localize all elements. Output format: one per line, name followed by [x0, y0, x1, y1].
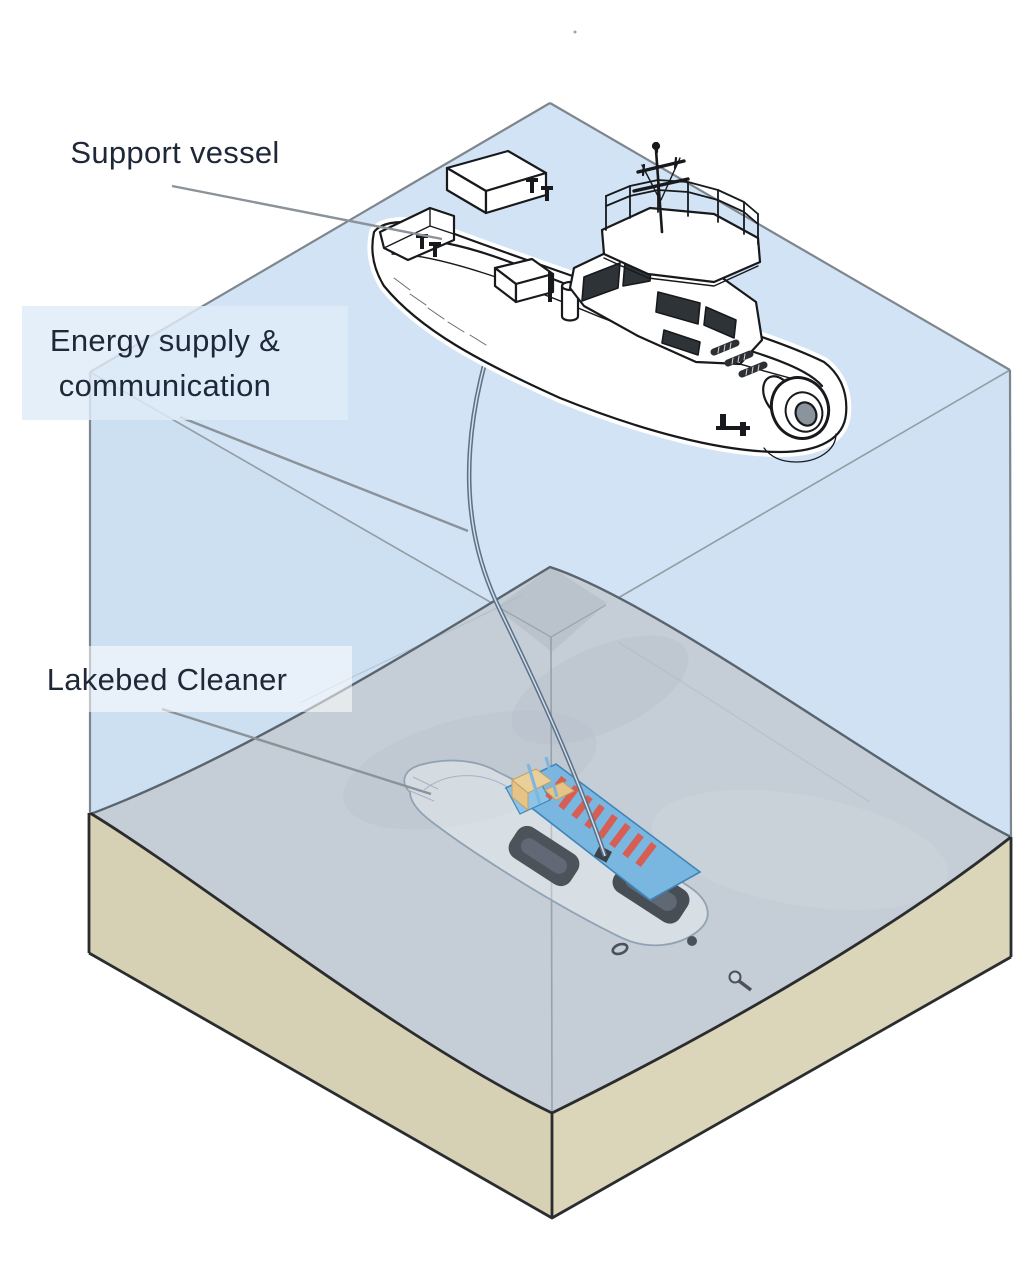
lakebed-shade-patch	[511, 635, 689, 745]
winch-ridges	[717, 342, 760, 376]
label-lakebed-cleaner: Lakebed Cleaner	[46, 662, 288, 697]
deck-box-front	[514, 272, 555, 304]
bridge-deck	[600, 206, 762, 284]
dune-shade	[496, 567, 607, 652]
stern-mooring-line	[763, 433, 837, 463]
cleaner-tan-box-front	[511, 778, 529, 812]
mast-top-light	[651, 141, 661, 151]
cleaner-nose-lines	[407, 776, 439, 802]
lakebed-cleaner-illustration	[403, 756, 709, 947]
cleaner-struts	[526, 756, 559, 805]
debris-pin	[728, 970, 753, 992]
hull-shade-ticks	[393, 277, 487, 346]
mast	[632, 141, 690, 234]
leader-energy-supply	[179, 415, 469, 533]
label-energy-line2: communication	[58, 368, 272, 403]
box-right-vertical-edge	[1008, 369, 1013, 838]
stern-cylinder-bore	[794, 401, 818, 427]
lakebed-horizon-line	[87, 565, 1012, 839]
debris-stone	[687, 936, 697, 946]
energy-label-background	[22, 306, 348, 420]
lakebed-contour	[617, 641, 871, 803]
label-energy-line1: Energy supply &	[49, 323, 281, 358]
bridge-deck-edge	[603, 257, 759, 287]
cable-inner	[468, 291, 606, 857]
sand-top-left-edge	[89, 811, 553, 1115]
sand-bottom-edges	[88, 951, 1012, 1220]
cleaner-conveyor-stripes	[545, 775, 657, 868]
cleaner-front-track-inner	[520, 838, 568, 874]
leader-lakebed-cleaner	[161, 707, 432, 796]
umbilical-cable	[466, 290, 608, 857]
sand-block	[87, 811, 1013, 1220]
leader-support-vessel	[171, 184, 443, 241]
lakebed-light-patch	[651, 789, 949, 911]
cleaner-tan-box-2	[544, 781, 575, 801]
lakebed-label-background	[16, 646, 352, 712]
box-front-top-edge-through	[499, 604, 607, 638]
box-top-right-edge	[549, 102, 1011, 371]
leader-lines	[161, 184, 469, 796]
label-support-vessel: Support vessel	[70, 135, 280, 170]
label-energy-supply: Energy supply & communication	[10, 318, 320, 408]
lakebed-debris	[611, 936, 753, 992]
debris-ring	[611, 942, 629, 956]
bow-step-lines	[383, 207, 455, 249]
sand-left-face	[89, 813, 552, 1218]
stern-fittings	[716, 414, 750, 436]
sand-top-right-edge	[551, 835, 1012, 1115]
sand-right-face	[552, 837, 1011, 1218]
stray-dot	[573, 30, 577, 34]
support-vessel-illustration	[367, 141, 852, 463]
ship-hull	[371, 220, 848, 454]
